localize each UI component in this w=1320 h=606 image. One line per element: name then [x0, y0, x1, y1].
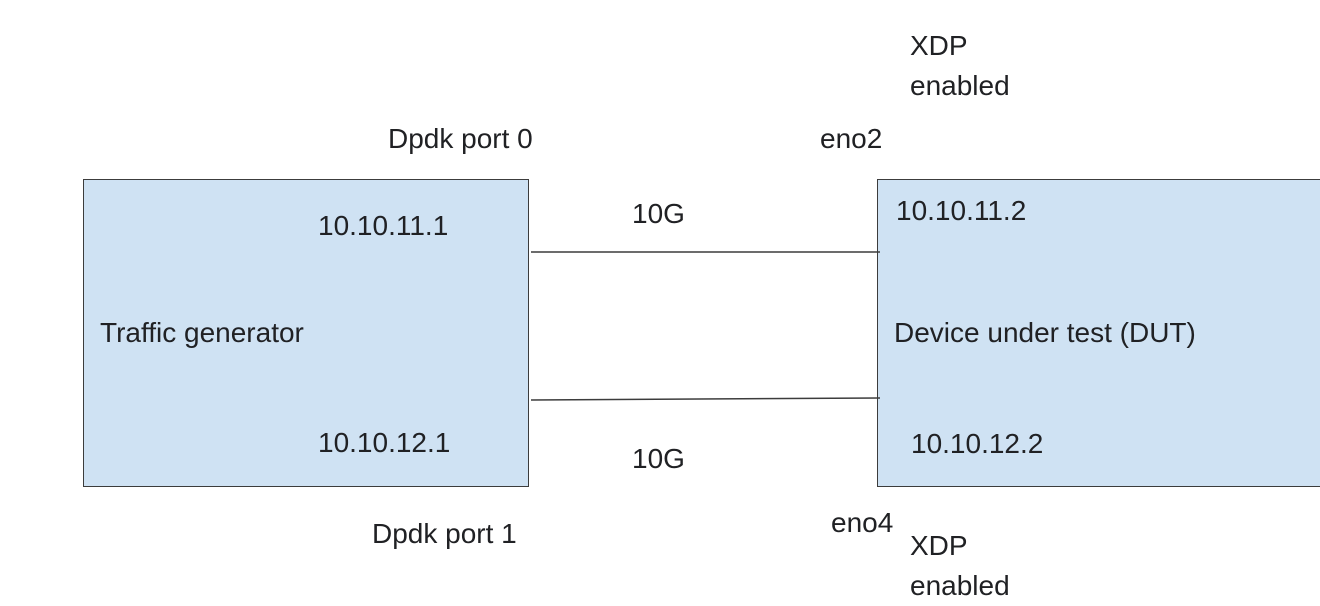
link-top-speed-label: 10G	[632, 198, 685, 229]
xdp-bottom-line-2: enabled	[910, 570, 1010, 601]
link-line-bottom	[530, 397, 881, 401]
tg-ip-bottom: 10.10.12.1	[318, 427, 451, 458]
eno4-label: eno4	[831, 507, 894, 538]
dpdk-port-0-label: Dpdk port 0	[388, 123, 533, 154]
dut-ip-bottom: 10.10.12.2	[911, 428, 1044, 459]
eno2-label: eno2	[820, 123, 883, 154]
dpdk-port-1-label: Dpdk port 1	[372, 518, 517, 549]
dut-ip-top: 10.10.11.2	[896, 195, 1027, 226]
link-bottom-speed-label: 10G	[632, 443, 685, 474]
traffic-generator-box: 10.10.11.1 Traffic generator 10.10.12.1	[83, 179, 529, 487]
tg-name: Traffic generator	[100, 317, 304, 348]
dut-name: Device under test (DUT)	[894, 317, 1196, 348]
dut-box: 10.10.11.2 Device under test (DUT) 10.10…	[877, 179, 1320, 487]
xdp-bottom-line-1: XDP	[910, 530, 968, 561]
xdp-enabled-top-label: XDP enabled	[910, 26, 1010, 106]
xdp-top-line-2: enabled	[910, 70, 1010, 101]
xdp-enabled-bottom-label: XDP enabled	[910, 526, 1010, 606]
xdp-top-line-1: XDP	[910, 30, 968, 61]
tg-ip-top: 10.10.11.1	[318, 210, 449, 241]
